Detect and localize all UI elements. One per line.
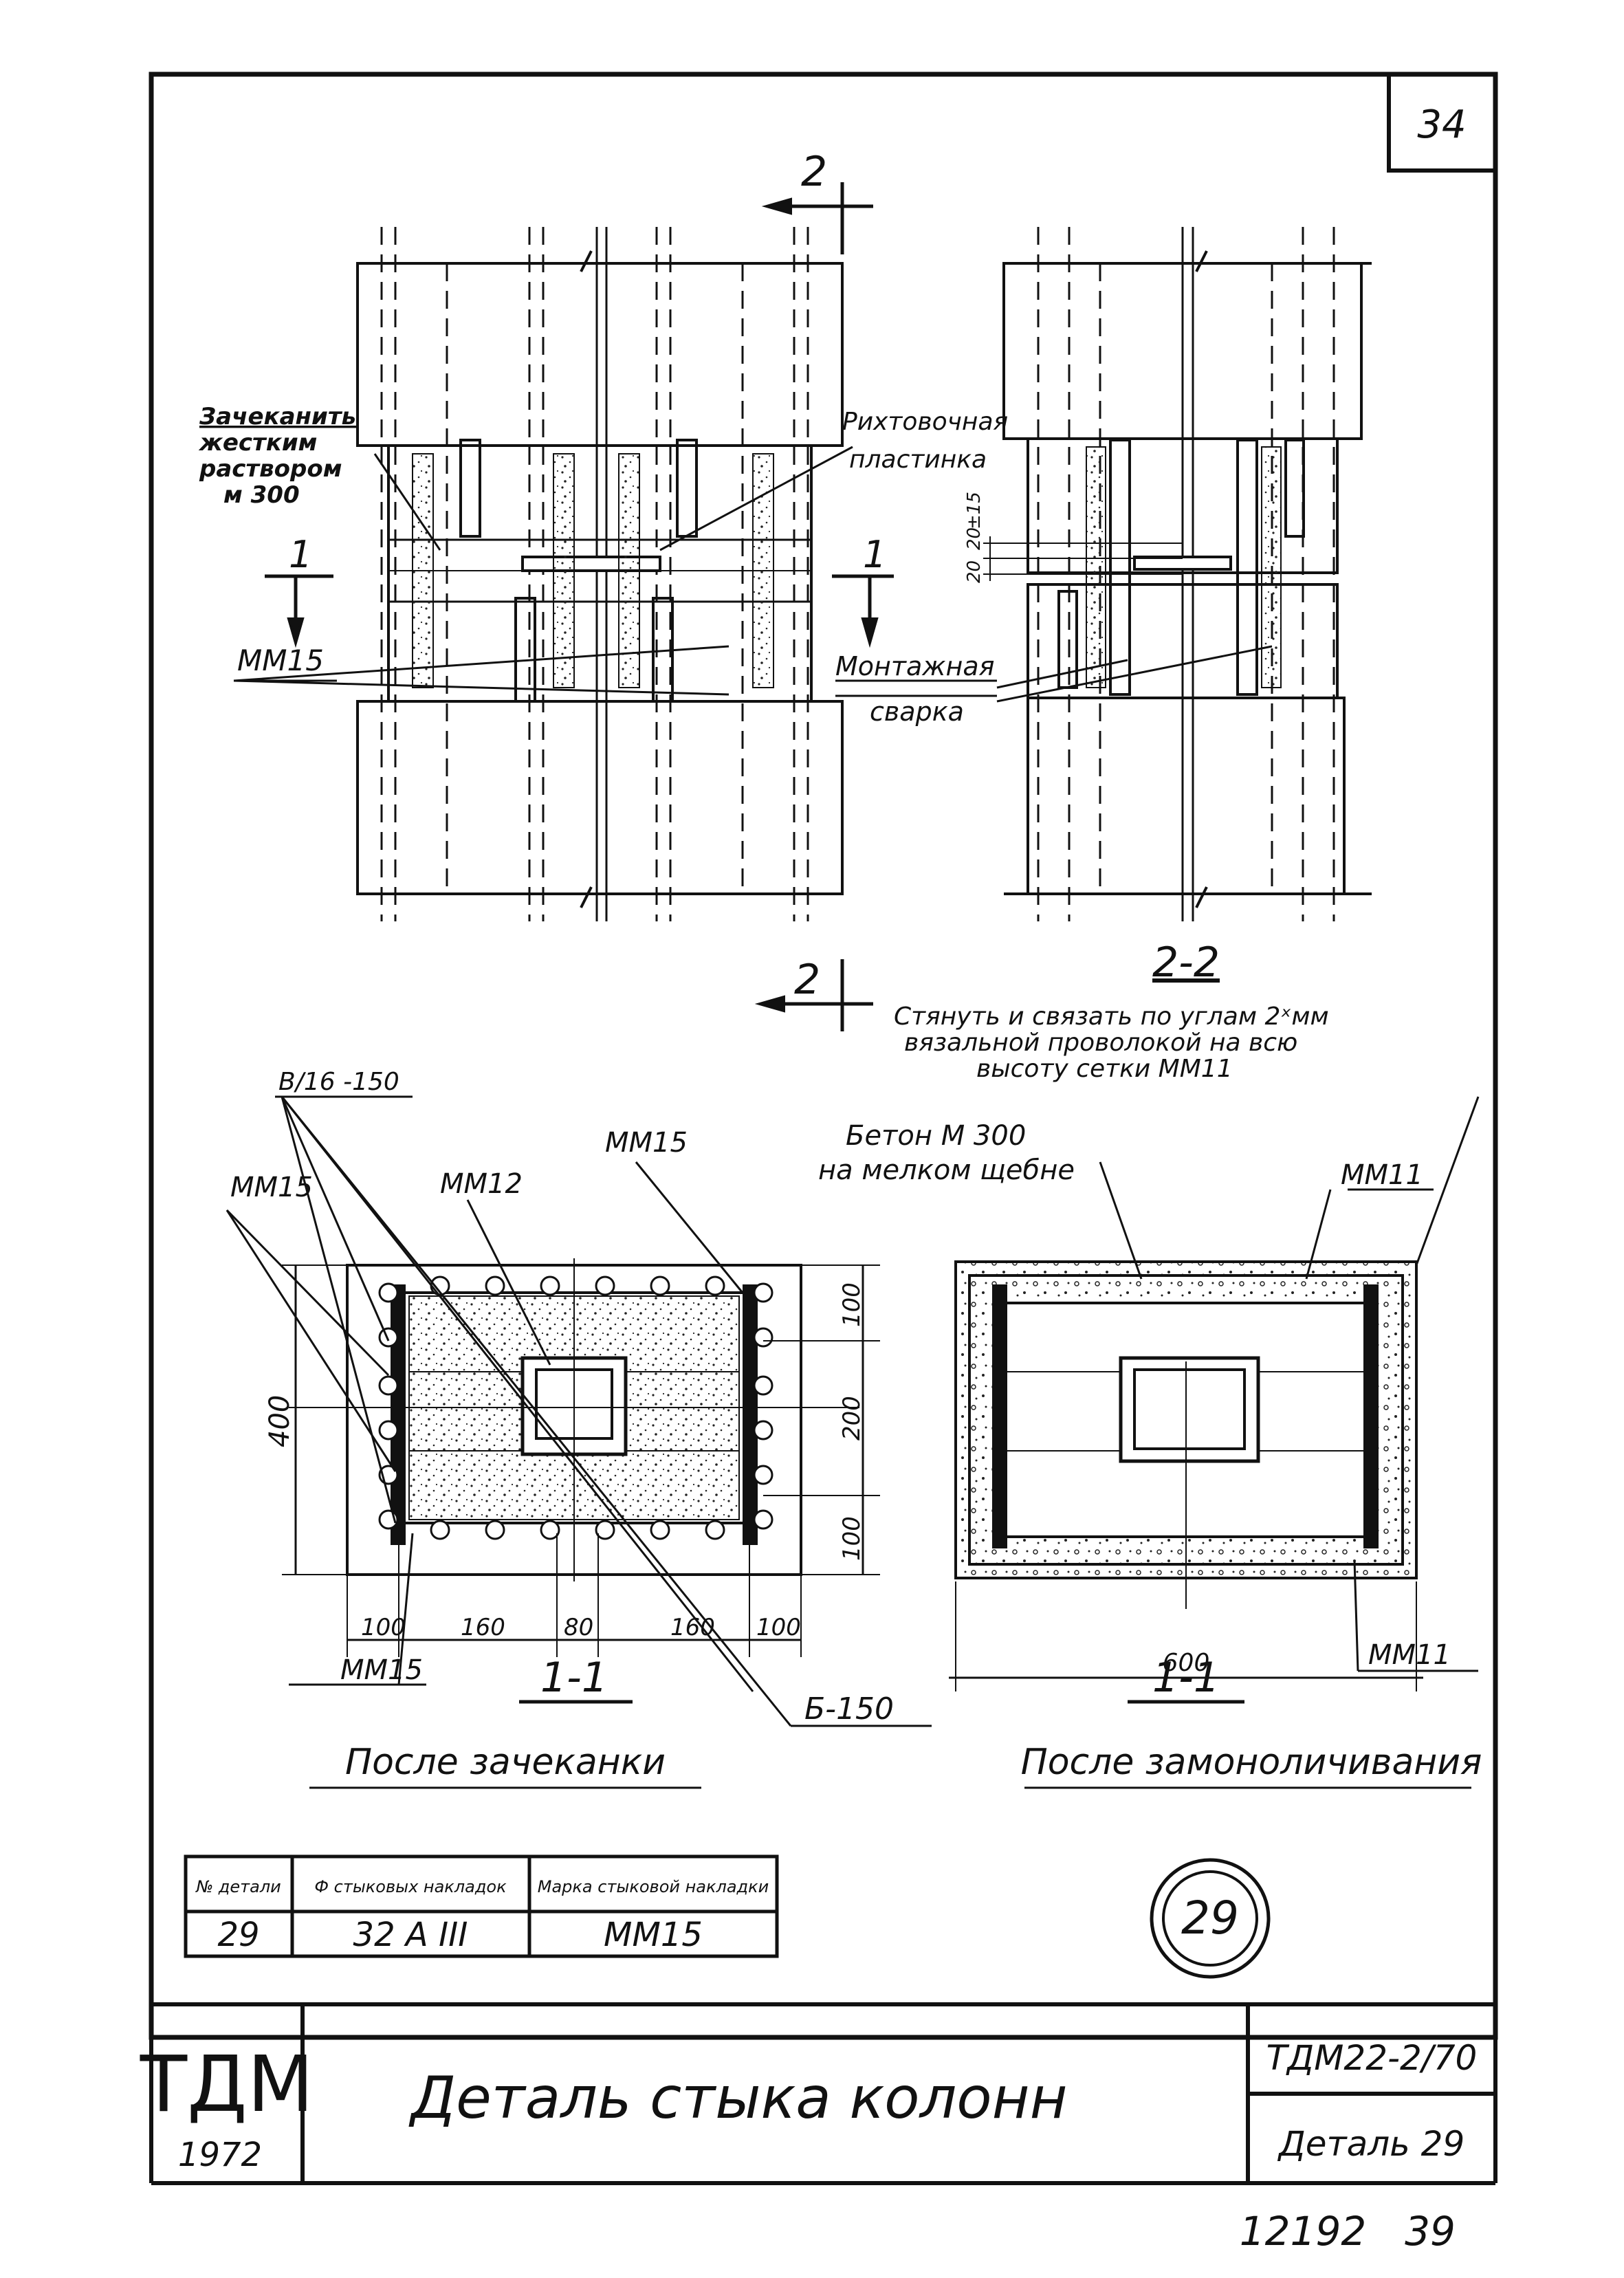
- dim-bottom-100-a: 100: [361, 1614, 406, 1641]
- detail-badge-inner: [1162, 1870, 1258, 1967]
- dim-bottom-160-b: 160: [670, 1614, 715, 1641]
- sheet-code: ТДМ22-2/70: [1266, 2038, 1478, 2078]
- table-header-diameter: Ф стыковых накладок: [314, 1877, 507, 1896]
- label-weld-2: сварка: [870, 697, 964, 727]
- label-mm15-elevation: ММ15: [237, 644, 324, 677]
- label-caulk-2: жестким: [198, 429, 317, 457]
- note-line-1: Стянуть и связать по углам 2ˣмм: [894, 1003, 1329, 1031]
- note-line-2: вязальной проволокой на всю: [904, 1029, 1297, 1057]
- dim-20-b: 20: [964, 527, 985, 550]
- label-caulk-4: м 300: [223, 481, 300, 509]
- section-2-mark-top: 2: [801, 148, 827, 196]
- label-mm15-bottom: ММ15: [340, 1654, 423, 1686]
- detail-badge-number: 29: [1181, 1892, 1239, 1945]
- section-2-mark-bottom: 2: [794, 956, 820, 1004]
- label-b16: В/16 -150: [278, 1068, 399, 1096]
- label-mm12: ММ12: [440, 1168, 523, 1200]
- year: 1972: [178, 2136, 262, 2174]
- dim-right-100-bottom: 100: [838, 1516, 866, 1561]
- section-1-1-left: [226, 1095, 932, 1789]
- dim-right-200: 200: [838, 1396, 866, 1441]
- label-concrete-2: на мелком щебне: [818, 1154, 1075, 1186]
- label-mm11-bottom: ММ11: [1368, 1639, 1451, 1671]
- elevation-view: [233, 182, 997, 1031]
- bottom-archive-number: 12192: [1240, 2208, 1367, 2255]
- section-2-2-view: [983, 227, 1372, 921]
- dim-400: 400: [264, 1395, 296, 1447]
- bottom-page-number: 39: [1405, 2208, 1456, 2255]
- dim-bottom-100-b: 100: [756, 1614, 801, 1641]
- label-caulk-3: раствором: [199, 455, 342, 483]
- org-logo: ТДМ: [140, 2040, 314, 2129]
- label-concrete-1: Бетон М 300: [846, 1120, 1026, 1152]
- note-line-3: высоту сетки ММ11: [976, 1055, 1233, 1083]
- section-1-1-right: [949, 1096, 1480, 1789]
- label-b150: Б-150: [804, 1691, 894, 1727]
- section-1-1-right-title: 1-1: [1152, 1654, 1220, 1702]
- table-cell-diameter: 32 А III: [353, 1916, 468, 1954]
- dim-bottom-160-a: 160: [461, 1614, 505, 1641]
- detail-badge-outer: [1150, 1858, 1271, 1979]
- section-2-2-title: 2-2: [1152, 939, 1220, 987]
- label-weld-1: Монтажная: [835, 651, 995, 681]
- label-mm11-top: ММ11: [1341, 1159, 1423, 1191]
- table-cell-detail-no: 29: [217, 1916, 259, 1954]
- table-cell-mark: ММ15: [604, 1916, 703, 1954]
- label-mm15-top: ММ15: [605, 1127, 688, 1159]
- detail-table: [184, 1854, 779, 1958]
- sheet-border: [149, 72, 1498, 2040]
- sheet-title: Деталь стыка колонн: [408, 2064, 1067, 2132]
- dim-bottom-80: 80: [564, 1614, 593, 1641]
- dim-600: 600: [1163, 1649, 1210, 1677]
- dim-right-100-top: 100: [838, 1282, 866, 1327]
- section-1-mark-right: 1: [863, 533, 886, 576]
- label-plate-1: Рихтовочная: [842, 408, 1008, 436]
- label-mm15-left: ММ15: [230, 1172, 313, 1203]
- title-block: [149, 2002, 1497, 2185]
- detail-ref: Деталь 29: [1277, 2124, 1465, 2164]
- caption-after-caulking: После зачеканки: [345, 1742, 666, 1783]
- sheet-number-box: [1387, 72, 1497, 173]
- dim-tolerance: ±15: [964, 492, 985, 529]
- label-caulk-1: Зачеканить: [199, 403, 356, 430]
- caption-after-monolithing: После замоноличивания: [1021, 1742, 1482, 1783]
- sheet-number: 34: [1417, 102, 1466, 147]
- dim-20-a: 20: [964, 560, 985, 583]
- label-plate-2: пластинка: [849, 446, 987, 474]
- table-header-detail-no: № детали: [195, 1877, 281, 1896]
- table-header-mark: Марка стыковой накладки: [538, 1877, 769, 1896]
- section-1-1-left-title: 1-1: [540, 1654, 608, 1702]
- section-1-mark-left: 1: [289, 533, 312, 576]
